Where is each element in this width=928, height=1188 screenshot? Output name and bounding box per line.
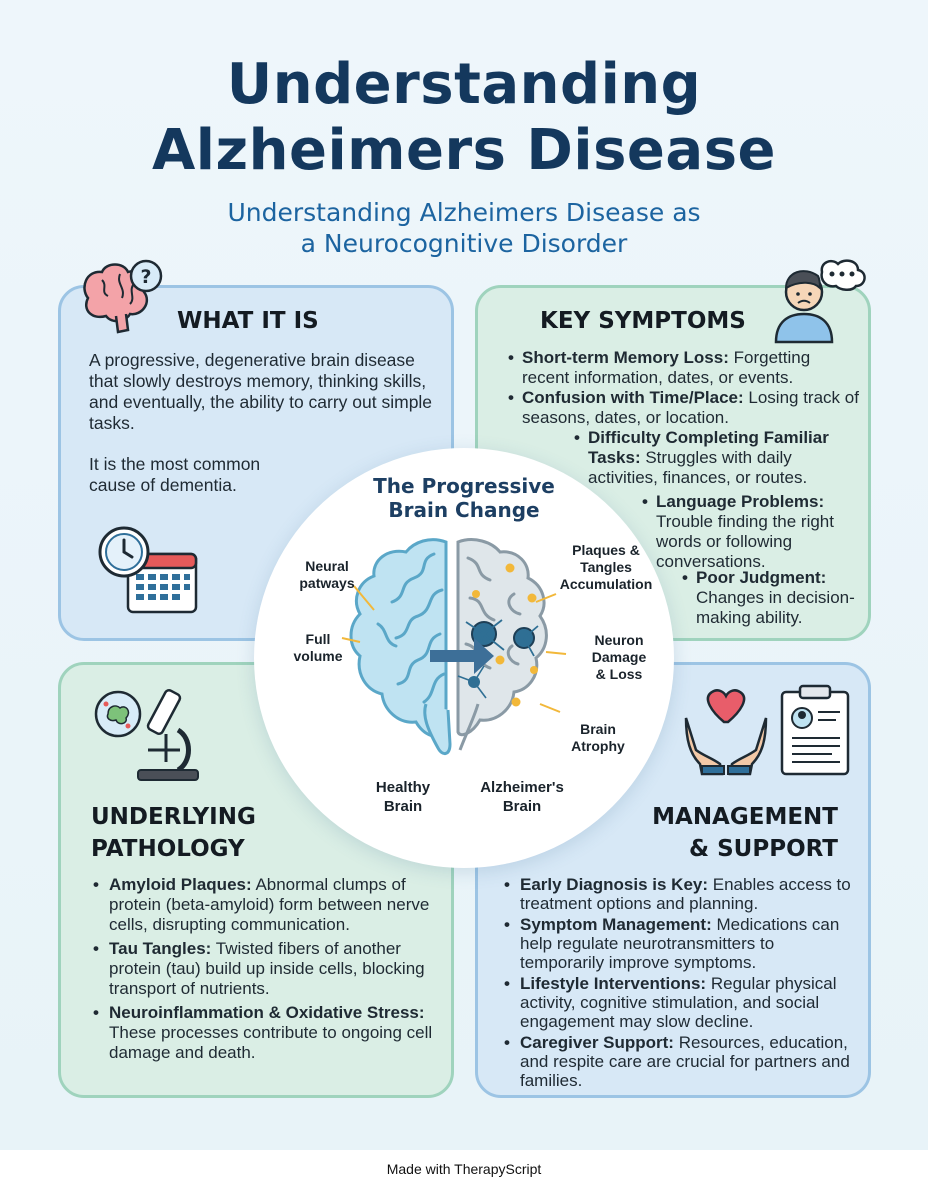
symptom-text: Forgetting recent information, dates, or…	[522, 348, 811, 387]
microscope-icon	[94, 688, 199, 781]
svg-text:?: ?	[140, 266, 151, 288]
symptom-item: Language Problems: Trouble finding the r…	[642, 492, 856, 572]
symptom-item: Short-term Memory Loss: Forgetting recen…	[508, 348, 842, 388]
pathology-item: Tau Tangles: Twisted fibers of another p…	[91, 939, 436, 999]
symptom-item: Poor Judgment: Changes in decision-makin…	[682, 568, 866, 628]
page-subtitle: Understanding Alzheimers Disease as a Ne…	[0, 197, 928, 259]
management-list: Early Diagnosis is Key: Enables access t…	[502, 875, 852, 1092]
management-item: Symptom Management: Medications can help…	[502, 915, 852, 972]
pathology-list: Amyloid Plaques: Abnormal clumps of prot…	[91, 875, 436, 1065]
management-text: Resources, education, and respite care a…	[520, 1033, 850, 1090]
management-heading: MANAGEMENT & SUPPORT	[652, 801, 838, 865]
pathology-heading-line-1: UNDERLYING	[91, 804, 256, 830]
pathology-text: Twisted fibers of another protein (tau) …	[109, 939, 425, 998]
management-term: Symptom Management:	[520, 915, 712, 934]
management-text: Medications can help regulate neurotrans…	[520, 915, 840, 972]
symptom-item: Confusion with Time/Place: Losing track …	[508, 388, 862, 428]
management-item: Early Diagnosis is Key: Enables access t…	[502, 875, 852, 913]
symptom-item: Difficulty Completing Familiar Tasks: St…	[574, 428, 858, 488]
symptom-term: Confusion with Time/Place:	[522, 388, 744, 407]
pathology-item: Amyloid Plaques: Abnormal clumps of prot…	[91, 875, 436, 935]
pathology-heading: UNDERLYING PATHOLOGY	[91, 801, 256, 865]
symptoms-list: Short-term Memory Loss: Forgetting recen…	[478, 288, 868, 638]
alzheimers-brain-label-line-1: Alzheimer's	[480, 779, 564, 796]
management-text: Regular physical activity, cognitive sti…	[520, 974, 837, 1031]
what-it-is-heading: WHAT IT IS	[177, 308, 319, 334]
title-line-2: Alzheimers Disease	[151, 118, 777, 183]
alzheimers-brain-label-line-2: Brain	[502, 798, 542, 815]
symptom-term: Poor Judgment:	[696, 568, 827, 587]
brain-change-circle: The Progressive Brain Change	[254, 448, 674, 868]
symptom-term: Difficulty Completing Familiar Tasks:	[588, 428, 829, 467]
neuron-damage-label-line-3: & Loss	[595, 666, 643, 682]
symptom-text: Losing track of seasons, dates, or locat…	[522, 388, 859, 427]
progression-arrow-icon	[430, 638, 494, 674]
key-symptoms-heading: KEY SYMPTOMS	[540, 308, 746, 334]
what-it-is-dementia-note: It is the most common cause of dementia.	[89, 454, 261, 495]
healthy-brain	[349, 538, 452, 755]
pathology-item: Neuroinflammation & Oxidative Stress: Th…	[91, 1003, 436, 1063]
alzheimers-brain	[456, 538, 548, 751]
brain-change-title-line-2: Brain Change	[388, 498, 540, 522]
management-item: Caregiver Support: Resources, education,…	[502, 1033, 852, 1090]
brain-question-icon: ?	[83, 259, 163, 334]
full-volume-label-line-2: volume	[293, 648, 343, 664]
brain-change-title-line-1: The Progressive	[373, 474, 555, 498]
symptom-text: Changes in decision-making ability.	[696, 588, 855, 627]
pathology-text: Abnormal clumps of protein (beta-amyloid…	[109, 875, 430, 934]
pathology-heading-line-2: PATHOLOGY	[91, 836, 245, 862]
pathology-term: Tau Tangles:	[109, 939, 212, 958]
confused-person-icon	[774, 259, 866, 344]
neural-pathways-label-line-1: Neural	[305, 558, 349, 574]
symptom-term: Short-term Memory Loss:	[522, 348, 729, 367]
pathology-term: Amyloid Plaques:	[109, 875, 252, 894]
management-term: Early Diagnosis is Key:	[520, 875, 709, 894]
brain-change-title: The Progressive Brain Change	[254, 474, 674, 522]
management-heading-line-2: & SUPPORT	[689, 836, 838, 862]
neural-pathways-label-line-2: patways	[299, 575, 355, 591]
symptom-text: Trouble finding the right words or follo…	[656, 512, 834, 571]
poster: Understanding Alzheimers Disease Underst…	[0, 0, 928, 1150]
caring-hands-clipboard-icon	[684, 684, 850, 776]
healthy-brain-label-line-2: Brain	[383, 798, 423, 815]
brain-atrophy-label-line-1: Brain	[580, 721, 616, 737]
plaques-tangles-label-line-1: Plaques &	[572, 542, 640, 558]
neuron-damage-label-line-2: Damage	[591, 649, 647, 665]
what-it-is-description: A progressive, degenerative brain diseas…	[89, 350, 433, 433]
symptom-text: Struggles with daily activities, finance…	[588, 448, 808, 487]
page-title: Understanding Alzheimers Disease	[0, 52, 928, 184]
management-term: Lifestyle Interventions:	[520, 974, 707, 993]
subtitle-line-2: a Neurocognitive Disorder	[300, 229, 628, 258]
brain-comparison-illustration	[341, 538, 567, 755]
brain-atrophy-label-line-2: Atrophy	[571, 738, 625, 754]
plaques-tangles-label-line-2: Tangles	[580, 559, 632, 575]
healthy-brain-label-line-1: Healthy	[375, 779, 431, 796]
subtitle-line-1: Understanding Alzheimers Disease as	[227, 198, 701, 227]
management-item: Lifestyle Interventions: Regular physica…	[502, 974, 852, 1031]
management-text: Enables access to treatment options and …	[520, 875, 851, 913]
management-term: Caregiver Support:	[520, 1033, 674, 1052]
full-volume-label-line-1: Full	[305, 631, 331, 647]
neuron-damage-label-line-1: Neuron	[594, 632, 644, 648]
title-line-1: Understanding	[226, 52, 702, 117]
footer-credit: Made with TherapyScript	[386, 1161, 542, 1177]
symptom-term: Language Problems:	[656, 492, 825, 511]
management-heading-line-1: MANAGEMENT	[652, 804, 838, 830]
pathology-term: Neuroinflammation & Oxidative Stress:	[109, 1003, 425, 1022]
clock-calendar-icon	[98, 526, 198, 614]
pathology-text: These processes contribute to ongoing ce…	[109, 1023, 433, 1062]
plaques-tangles-label-line-3: Accumulation	[559, 576, 653, 592]
